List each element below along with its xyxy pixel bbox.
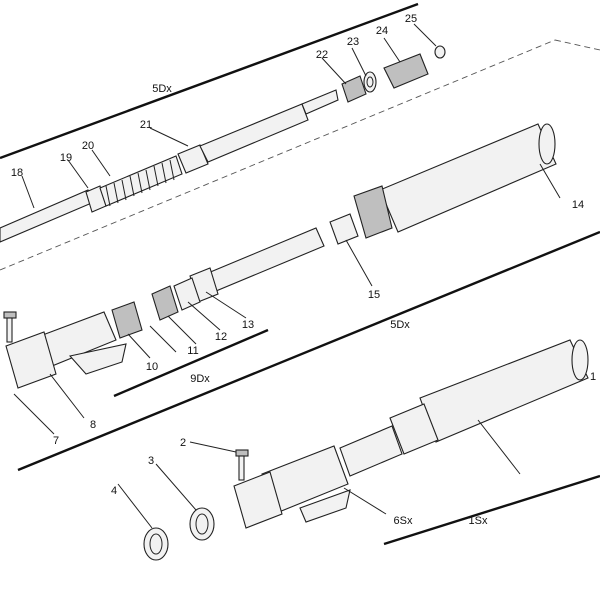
ring-11 <box>151 285 179 321</box>
label-10: 10 <box>146 361 158 373</box>
tube-rod-upper <box>199 89 339 163</box>
label-22: 22 <box>316 49 328 61</box>
washer-10 <box>111 301 143 339</box>
nut-22 <box>341 75 367 103</box>
label-11: 11 <box>187 345 198 357</box>
label-5dx-top: 5Dx <box>152 83 172 95</box>
dashed-axis-line <box>0 39 556 271</box>
label-2: 2 <box>180 437 186 449</box>
label-12: 12 <box>215 331 227 343</box>
bracket-1sx <box>383 474 600 546</box>
ring-23 <box>363 71 377 93</box>
dust-seal-15 <box>329 213 359 245</box>
fork-bottom-right <box>5 311 127 389</box>
spring-20 <box>99 155 183 207</box>
slider-left <box>339 425 403 477</box>
label-1sx: 1Sx <box>469 515 488 527</box>
bracket-5dx-mid <box>17 230 600 472</box>
clamp-4 <box>143 527 169 561</box>
label-13: 13 <box>242 319 254 331</box>
label-21: 21 <box>140 119 152 131</box>
label-25: 25 <box>405 13 417 25</box>
bolt-top-left <box>3 311 17 343</box>
bracket-9dx <box>113 328 269 398</box>
label-1: 1 <box>590 371 596 383</box>
label-7: 7 <box>53 435 59 447</box>
label-24: 24 <box>376 25 388 37</box>
bolt-2 <box>235 449 249 481</box>
upper-collar-left <box>389 403 439 455</box>
outer-tube-14 <box>379 123 557 233</box>
damper-rod-18 <box>0 189 95 243</box>
label-20: 20 <box>82 140 94 152</box>
label-14: 14 <box>572 199 584 211</box>
label-15: 15 <box>368 289 380 301</box>
label-23: 23 <box>347 36 359 48</box>
clamp-3 <box>189 507 215 541</box>
label-8: 8 <box>90 419 96 431</box>
seal-12 <box>173 277 201 311</box>
label-9dx: 9Dx <box>190 373 210 385</box>
label-3: 3 <box>148 455 154 467</box>
label-5dx-mid: 5Dx <box>390 319 410 331</box>
label-19: 19 <box>60 152 72 164</box>
bracket-5dx-top <box>0 2 419 160</box>
upper-collar <box>353 185 393 239</box>
label-6sx: 6Sx <box>394 515 413 527</box>
dashed-corner-line <box>554 39 600 51</box>
fork-bottom-left <box>233 445 351 529</box>
label-4: 4 <box>111 485 117 497</box>
outer-tube-left <box>419 339 589 443</box>
bushing-21 <box>177 144 209 174</box>
clip-25 <box>434 45 446 59</box>
cap-24 <box>383 53 429 89</box>
label-18: 18 <box>11 167 23 179</box>
